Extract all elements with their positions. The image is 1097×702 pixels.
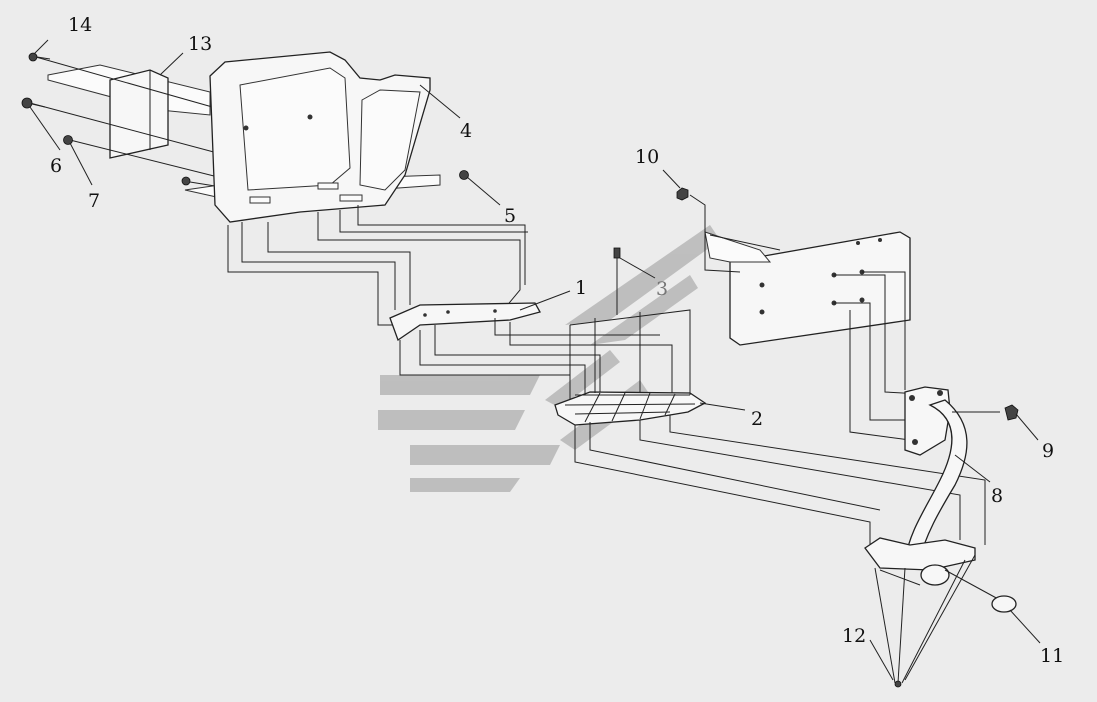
callout-2: 2 (751, 408, 763, 430)
watermark-logo (378, 225, 720, 492)
bolt-6 (21, 97, 46, 109)
tread-plate-2 (554, 309, 707, 426)
nut-10 (676, 187, 689, 201)
callout-12: 12 (842, 625, 866, 647)
callout-5: 5 (504, 205, 516, 227)
callout-labels: 14 13 4 6 7 5 10 1 3 2 8 9 11 12 (50, 14, 1064, 667)
callout-1: 1 (575, 277, 587, 299)
box-to-step-guides (227, 205, 528, 326)
step-guides (399, 318, 673, 405)
bolt-7 (63, 135, 73, 145)
callout-3: 3 (656, 278, 668, 300)
bolt-14 (28, 52, 51, 62)
step-bracket-1 (389, 302, 541, 342)
bracket-plate-13 (47, 64, 211, 159)
step-hanger-8 (904, 386, 1000, 566)
screw-3 (613, 247, 621, 315)
callout-9: 9 (1042, 440, 1054, 462)
callout-11: 11 (1040, 645, 1064, 667)
callout-4: 4 (460, 120, 472, 142)
bolt-9 (1004, 404, 1019, 421)
callout-7: 7 (88, 190, 100, 212)
callout-6: 6 (50, 155, 62, 177)
leader-lines (29, 39, 1041, 681)
callout-13: 13 (188, 33, 212, 55)
hanger-bottom-mount (864, 537, 1001, 688)
callout-8: 8 (991, 485, 1003, 507)
bolt-lower-left (181, 176, 191, 186)
storage-box-4 (209, 51, 431, 223)
bolt-5 (459, 170, 469, 180)
callout-14: 14 (68, 14, 92, 36)
callout-10: 10 (635, 146, 659, 168)
frame-rail (689, 194, 911, 346)
step-to-hanger-guides (574, 415, 986, 545)
end-cap-11 (991, 595, 1017, 613)
